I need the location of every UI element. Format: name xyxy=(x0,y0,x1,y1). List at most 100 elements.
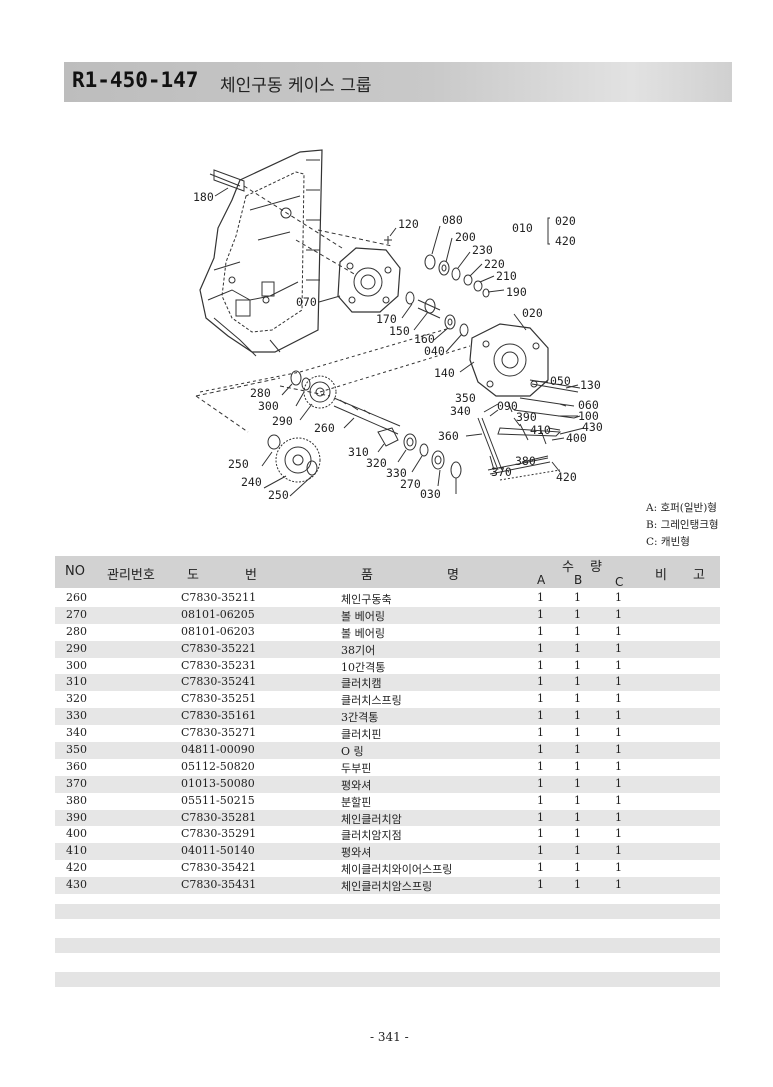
row-qty-b: 1 xyxy=(574,810,581,824)
label-040: 040 xyxy=(424,344,445,358)
row-part-number: C7830-35271 xyxy=(181,726,257,740)
row-no: 320 xyxy=(66,692,87,706)
row-part-number: 01013-50080 xyxy=(181,776,255,790)
label-140: 140 xyxy=(434,366,455,380)
label-030: 030 xyxy=(420,487,441,501)
label-230: 230 xyxy=(472,243,493,257)
row-qty-c: 1 xyxy=(615,743,622,757)
header-qty-1: 수 xyxy=(562,560,574,575)
empty-row-stripe xyxy=(55,972,720,987)
label-250-top: 250 xyxy=(228,457,249,471)
label-130: 130 xyxy=(580,378,601,392)
row-part-name: 체인구동축 xyxy=(341,593,392,606)
label-240: 240 xyxy=(241,475,262,489)
row-qty-c: 1 xyxy=(615,692,622,706)
row-part-number: C7830-35241 xyxy=(181,675,257,689)
header-name-2: 명 xyxy=(447,568,459,583)
row-part-name: 클러치암지점 xyxy=(341,829,402,843)
row-qty-c: 1 xyxy=(615,878,622,892)
label-020: 020 xyxy=(522,306,543,320)
label-180: 180 xyxy=(193,190,214,204)
row-qty-a: 1 xyxy=(537,878,544,892)
row-no: 370 xyxy=(66,776,87,790)
row-qty-a: 1 xyxy=(537,743,544,757)
row-part-number: C7830-35281 xyxy=(181,810,257,824)
row-part-number: 08101-06205 xyxy=(181,607,255,621)
row-no: 300 xyxy=(66,658,87,672)
label-170: 170 xyxy=(376,312,397,326)
row-qty-c: 1 xyxy=(615,776,622,790)
row-part-name: 3간격통 xyxy=(341,711,379,725)
header-col-a: A xyxy=(537,573,546,587)
row-part-name: 평와셔 xyxy=(341,778,372,792)
row-no: 330 xyxy=(66,709,87,723)
row-qty-c: 1 xyxy=(615,658,622,672)
row-part-name: 38기어 xyxy=(341,643,376,657)
label-420: 420 xyxy=(556,470,577,484)
row-part-number: C7830-35291 xyxy=(181,827,257,841)
label-050: 050 xyxy=(550,374,571,388)
label-290: 290 xyxy=(272,414,293,428)
row-qty-b: 1 xyxy=(574,726,581,740)
row-part-name: 10간격통 xyxy=(341,660,386,674)
row-part-name: O 링 xyxy=(341,745,364,759)
row-no: 340 xyxy=(66,726,87,740)
label-260: 260 xyxy=(314,421,335,435)
label-080: 080 xyxy=(442,213,463,227)
label-300: 300 xyxy=(258,399,279,413)
label-280: 280 xyxy=(250,386,271,400)
type-legend: A: 호퍼(일반)형 B: 그레인탱크형 C: 캐빈형 xyxy=(646,500,719,551)
row-qty-b: 1 xyxy=(574,776,581,790)
label-410: 410 xyxy=(530,423,551,437)
row-qty-a: 1 xyxy=(537,844,544,858)
label-310: 310 xyxy=(348,445,369,459)
row-qty-b: 1 xyxy=(574,591,581,604)
row-qty-c: 1 xyxy=(615,624,622,638)
row-part-number: C7830-35161 xyxy=(181,709,257,723)
row-qty-a: 1 xyxy=(537,692,544,706)
row-qty-a: 1 xyxy=(537,861,544,875)
row-part-number: C7830-35231 xyxy=(181,658,257,672)
row-qty-a: 1 xyxy=(537,726,544,740)
row-no: 350 xyxy=(66,743,87,757)
row-qty-c: 1 xyxy=(615,641,622,655)
row-qty-c: 1 xyxy=(615,810,622,824)
header-remark-1: 비 xyxy=(655,568,667,583)
row-qty-c: 1 xyxy=(615,591,622,604)
row-qty-a: 1 xyxy=(537,624,544,638)
row-qty-a: 1 xyxy=(537,591,544,604)
row-qty-a: 1 xyxy=(537,675,544,689)
row-part-name: 볼 베어링 xyxy=(341,609,385,623)
group-name: 체인구동 케이스 그룹 xyxy=(220,76,372,96)
row-no: 280 xyxy=(66,624,87,638)
label-070: 070 xyxy=(296,295,317,309)
row-qty-c: 1 xyxy=(615,844,622,858)
row-part-name: 클러치스프링 xyxy=(341,694,402,708)
header-remark-2: 고 xyxy=(693,568,705,583)
legend-a: A: 호퍼(일반)형 xyxy=(646,502,717,514)
row-no: 410 xyxy=(66,844,87,858)
row-qty-c: 1 xyxy=(615,607,622,621)
row-qty-a: 1 xyxy=(537,658,544,672)
row-part-name: 체인클러치암스프링 xyxy=(341,880,433,894)
row-no: 430 xyxy=(66,878,87,892)
row-qty-b: 1 xyxy=(574,878,581,892)
header-col-b: B xyxy=(574,573,583,587)
header-drawing-2: 번 xyxy=(245,568,257,583)
row-part-number: 05511-50215 xyxy=(181,793,255,807)
row-qty-b: 1 xyxy=(574,709,581,723)
label-210: 210 xyxy=(496,269,517,283)
row-part-name: 체인클러치암 xyxy=(341,812,402,826)
row-qty-b: 1 xyxy=(574,743,581,757)
row-qty-b: 1 xyxy=(574,675,581,689)
page-number: - 341 - xyxy=(370,1030,409,1044)
row-qty-a: 1 xyxy=(537,759,544,773)
label-200: 200 xyxy=(455,230,476,244)
